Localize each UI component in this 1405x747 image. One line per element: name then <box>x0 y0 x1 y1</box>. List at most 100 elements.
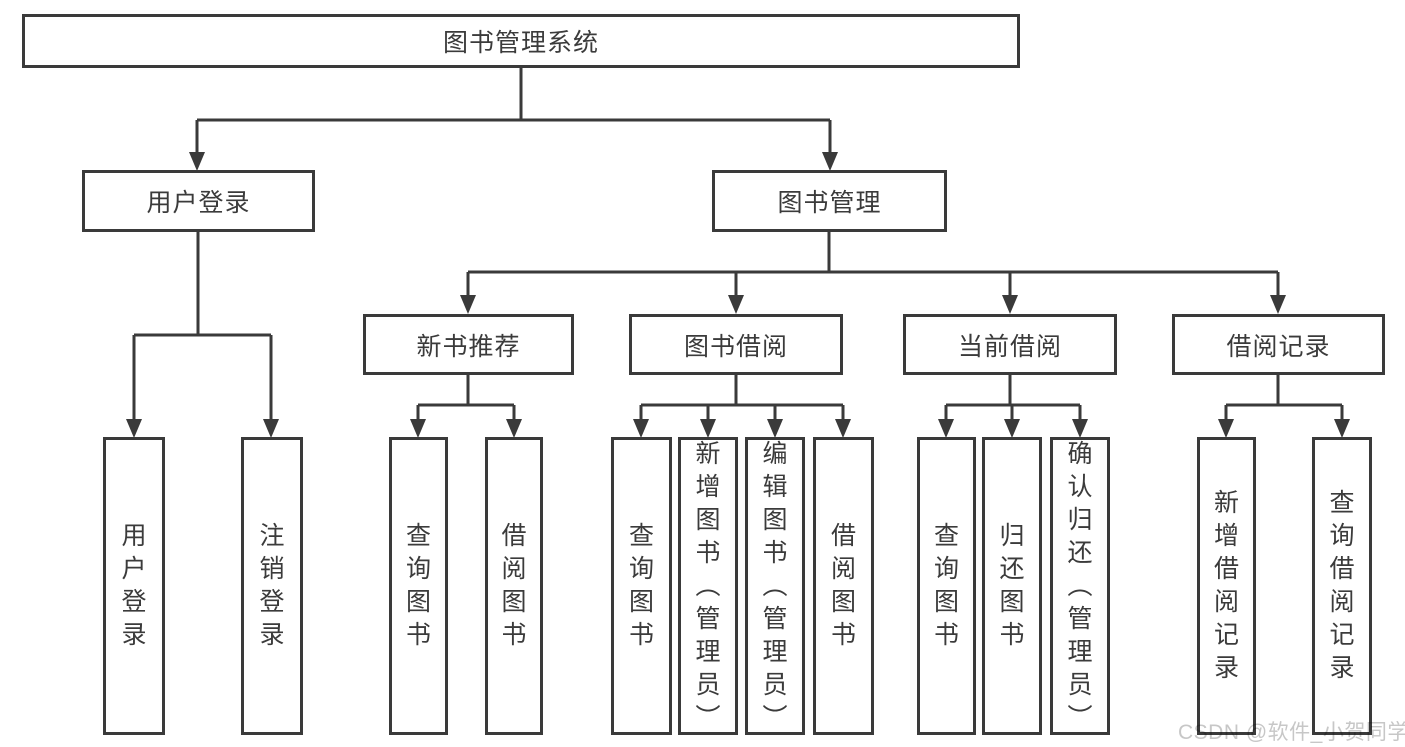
node-current-borrow: 当前借阅 <box>903 314 1117 375</box>
leaf-label-char: 归 <box>999 522 1025 550</box>
leaf-label-char: 借 <box>1329 555 1355 583</box>
leaf-label-char: 记 <box>1329 621 1355 649</box>
leaf-label-char: 录 <box>121 621 147 649</box>
leaf-query-books-1: 查询图书 <box>389 437 448 735</box>
leaf-label-char: 员 <box>1067 670 1093 699</box>
node-root-library-system: 图书管理系统 <box>22 14 1020 68</box>
leaf-label-char: 管 <box>762 604 788 633</box>
node-new-book-recommend: 新书推荐 <box>363 314 574 375</box>
leaf-add-books-admin: 新增图书 ︵ 管理员 ︶ <box>678 437 738 735</box>
leaf-label-char: 询 <box>628 555 654 583</box>
leaf-label-char: 辑 <box>762 472 788 501</box>
leaf-label-char: 用 <box>121 522 147 550</box>
node-user-login-label: 用户登录 <box>146 189 251 217</box>
leaf-label-char: 理 <box>695 637 721 666</box>
leaf-label-char: 阅 <box>830 555 856 583</box>
leaf-label-char: ︵ <box>762 571 788 600</box>
leaf-label-char: 归 <box>1067 505 1093 534</box>
leaf-confirm-return-admin: 确认归还 ︵ 管理员 ︶ <box>1050 437 1110 735</box>
leaf-label-char: 确 <box>1067 439 1093 468</box>
leaf-label-char: 图 <box>501 588 527 616</box>
leaf-label-char: 阅 <box>1329 588 1355 616</box>
leaf-label-char: ︵ <box>1067 571 1093 600</box>
leaf-label-char: 书 <box>695 538 721 567</box>
node-user-login: 用户登录 <box>82 170 315 232</box>
leaf-label-char: 销 <box>259 555 285 583</box>
leaf-label-char: 图 <box>933 588 959 616</box>
leaf-label-char: 新 <box>1213 489 1239 517</box>
leaf-label-char: 书 <box>405 621 431 649</box>
leaf-label-char: 编 <box>762 439 788 468</box>
leaf-label-char: 理 <box>762 637 788 666</box>
leaf-label-char: 借 <box>1213 555 1239 583</box>
node-book-management: 图书管理 <box>712 170 947 232</box>
leaf-label-char: 阅 <box>501 555 527 583</box>
leaf-label-char: 书 <box>501 621 527 649</box>
leaf-label-char: 询 <box>933 555 959 583</box>
leaf-label-char: 书 <box>628 621 654 649</box>
leaf-label-char: ︶ <box>1067 703 1093 732</box>
leaf-query-books-3: 查询图书 <box>917 437 976 735</box>
leaf-label-char: 图 <box>830 588 856 616</box>
leaf-label-char: 阅 <box>1213 588 1239 616</box>
leaf-query-borrow-record: 查询借阅记录 <box>1312 437 1372 735</box>
leaf-label-char: 员 <box>762 670 788 699</box>
leaf-label-char: 户 <box>121 555 147 583</box>
leaf-label-char: 增 <box>1213 522 1239 550</box>
leaf-label-char: ︶ <box>762 703 788 732</box>
leaf-edit-books-admin: 编辑图书 ︵ 管理员 ︶ <box>745 437 805 735</box>
node-new-book-recommend-label: 新书推荐 <box>416 332 521 361</box>
node-borrow-records-label: 借阅记录 <box>1226 332 1331 361</box>
leaf-label-char: 录 <box>1213 654 1239 682</box>
leaf-label-char: 书 <box>933 621 959 649</box>
leaf-label-char: 询 <box>1329 522 1355 550</box>
leaf-label-char: 认 <box>1067 472 1093 501</box>
leaf-label-char: 图 <box>405 588 431 616</box>
leaf-label-char: 图 <box>762 505 788 534</box>
leaf-label-char: 图 <box>628 588 654 616</box>
leaf-label-char: 理 <box>1067 637 1093 666</box>
leaf-label-char: 图 <box>999 588 1025 616</box>
leaf-label-char: 记 <box>1213 621 1239 649</box>
leaf-label-char: 还 <box>999 555 1025 583</box>
node-book-borrow-label: 图书借阅 <box>683 332 788 361</box>
arrowheads <box>126 152 1350 438</box>
leaf-logout: 注销登录 <box>241 437 303 735</box>
leaf-query-books-2: 查询图书 <box>611 437 672 735</box>
leaf-label-char: 增 <box>695 472 721 501</box>
leaf-label-char: ︶ <box>695 703 721 732</box>
leaf-label-char: 借 <box>501 522 527 550</box>
leaf-label-char: 询 <box>405 555 431 583</box>
leaf-label-char: 书 <box>999 621 1025 649</box>
leaf-borrow-books-2: 借阅图书 <box>813 437 874 735</box>
leaf-label-char: 查 <box>1329 489 1355 517</box>
leaf-label-char: 员 <box>695 670 721 699</box>
leaf-label-char: 录 <box>259 621 285 649</box>
leaf-label-char: 书 <box>830 621 856 649</box>
leaf-label-char: 图 <box>695 505 721 534</box>
leaf-label-char: 管 <box>695 604 721 633</box>
leaf-borrow-books-1: 借阅图书 <box>485 437 543 735</box>
leaf-label-char: ︵ <box>695 571 721 600</box>
leaf-return-books: 归还图书 <box>982 437 1042 735</box>
csdn-watermark: CSDN @软件_小贺同学 <box>1178 721 1405 744</box>
leaf-label-char: 登 <box>121 588 147 616</box>
leaf-label-char: 查 <box>628 522 654 550</box>
leaf-label-char: 还 <box>1067 538 1093 567</box>
node-book-borrow: 图书借阅 <box>629 314 843 375</box>
leaf-label-char: 书 <box>762 538 788 567</box>
node-root-label: 图书管理系统 <box>442 29 599 57</box>
leaf-label-char: 新 <box>695 439 721 468</box>
leaf-label-char: 查 <box>405 522 431 550</box>
leaf-label-char: 登 <box>259 588 285 616</box>
leaf-label-char: 注 <box>259 522 285 550</box>
leaf-label-char: 管 <box>1067 604 1093 633</box>
node-current-borrow-label: 当前借阅 <box>957 332 1062 361</box>
leaf-label-char: 录 <box>1329 654 1355 682</box>
leaf-label-char: 查 <box>933 522 959 550</box>
node-borrow-records: 借阅记录 <box>1172 314 1385 375</box>
node-book-management-label: 图书管理 <box>777 189 882 217</box>
leaf-label-char: 借 <box>830 522 856 550</box>
